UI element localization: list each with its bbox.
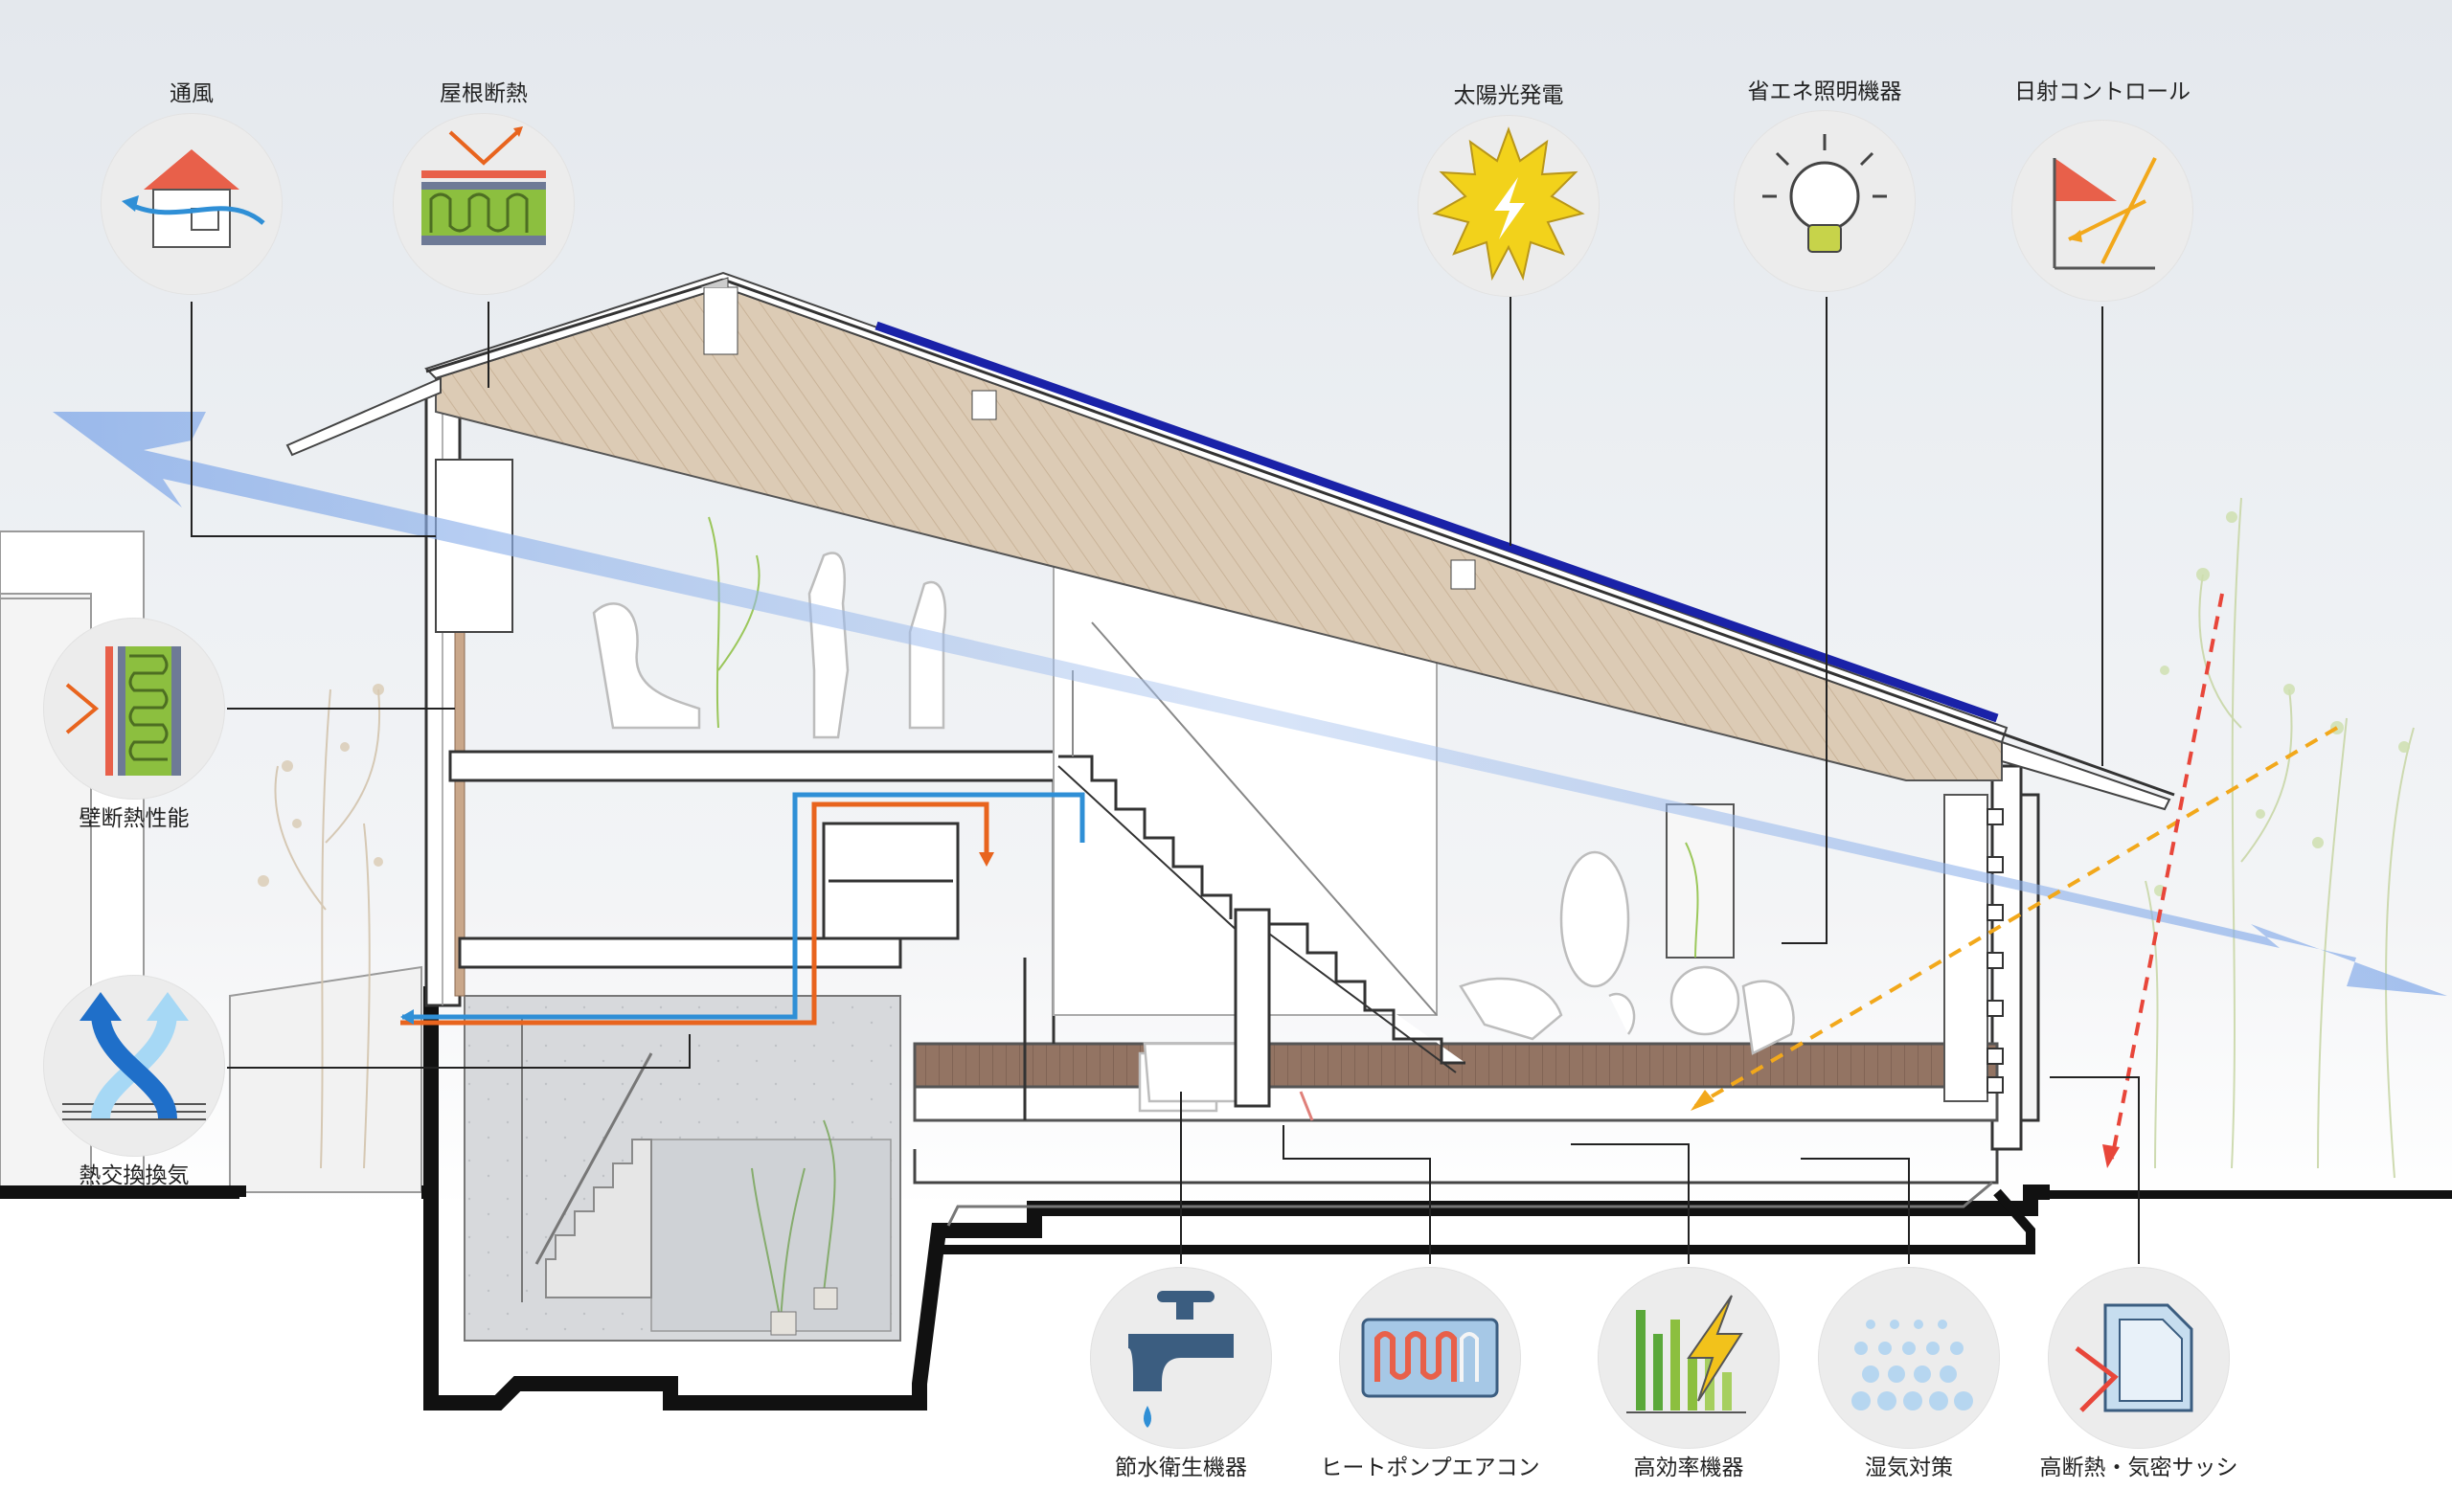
droplets-icon [1851,1320,1973,1410]
staircase [1057,621,1465,1108]
water-saving-label: 節水衛生機器 [1115,1456,1247,1480]
solar-control-badge [2011,120,2193,302]
house-airflow-icon [122,149,265,248]
bar-bolt-icon [1626,1295,1746,1413]
wall-insulation-label: 壁断熱性能 [79,806,190,831]
foundation [913,1149,2035,1254]
crossing-arrows-icon [62,992,206,1120]
leader-lines [191,297,2140,1264]
ventilation-label: 通風 [170,81,214,106]
ventilation-badge [101,113,283,295]
heat-pump-label: ヒートポンプエアコン [1320,1456,1540,1480]
wall-insulation-badge [43,618,225,800]
heat-exchange-label: 熱交換換気 [79,1163,190,1188]
water-saving-badge [1090,1267,1272,1449]
solar-power-badge [1418,115,1600,297]
roof [285,271,2175,811]
furniture [592,552,1795,1113]
sash-label: 高断熱・気密サッシ [2039,1456,2238,1480]
indoor-plant [708,516,1699,959]
high-efficiency-badge [1598,1267,1780,1449]
trees [2145,497,2415,1179]
sun-bolt-icon [1432,126,1585,282]
heat-pump-icon [1361,1318,1499,1398]
light-bulb-icon [1762,134,1887,253]
high-efficiency-label: 高効率機器 [1633,1456,1744,1480]
double-glazing-icon [2075,1303,2193,1412]
heat-exchange-badge [43,975,225,1157]
faucet-icon [1128,1291,1234,1428]
solar-power-label: 太陽光発電 [1453,83,1564,108]
humidity-label: 湿気対策 [1865,1456,1953,1480]
solar-control-label: 日射コントロール [2014,79,2191,104]
roof-insulation-label: 屋根断熱 [440,81,528,106]
right-window [1666,794,2004,1102]
ventilation-ducts [400,792,1314,1121]
basement [423,986,2050,1410]
led-lighting-label: 省エネ照明機器 [1747,79,1902,104]
heat-pump-badge [1339,1267,1521,1449]
roof-insulation-badge [393,113,575,295]
solar-panels [874,321,1999,723]
sun-rays [1693,593,2339,1160]
wall-insulation-icon [65,646,181,776]
roof-insulation-icon [421,126,546,245]
sun-shading-icon [2053,157,2157,270]
airflow-arrow [53,412,2447,996]
sash-badge [2048,1267,2230,1449]
led-lighting-badge [1734,110,1916,292]
humidity-badge [1818,1267,2000,1449]
